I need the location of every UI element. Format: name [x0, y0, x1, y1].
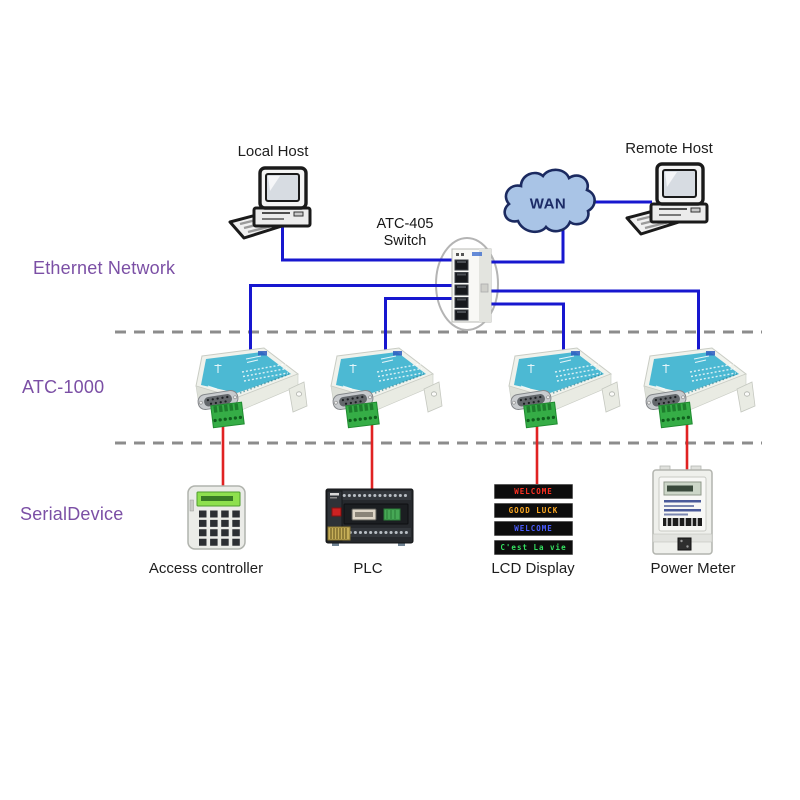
- link-switch-atc1000-3: [491, 302, 565, 356]
- access-controller-keypad: [199, 510, 240, 546]
- switch-logo: [472, 252, 482, 256]
- link-local-host-switch: [281, 224, 454, 262]
- local-host-pc-icon: [228, 166, 312, 240]
- led-bar-4: C'est La vie: [494, 539, 573, 555]
- link-switch-atc1000-2: [384, 297, 454, 356]
- local-host-label: Local Host: [237, 143, 309, 160]
- led-bar-2: GOOD LUCK: [494, 502, 573, 518]
- ethernet-links: [249, 200, 700, 356]
- link-wan-switch: [491, 226, 565, 264]
- atc1000-device-2: [331, 348, 442, 428]
- power-meter-device: [652, 465, 713, 555]
- remote-host-label: Remote Host: [625, 140, 713, 157]
- layer-label-atc-1000: ATC-1000: [22, 377, 105, 397]
- layer-label-ethernet-network: Ethernet Network: [33, 258, 176, 278]
- led-bar-1: WELCOME: [494, 484, 573, 499]
- ethernet-switch: [451, 248, 492, 323]
- switch-ports: [454, 259, 469, 321]
- atc1000-device-3: [509, 348, 620, 428]
- plc-terminal: [383, 508, 401, 521]
- access-controller-label: Access controller: [148, 560, 264, 577]
- switch-label-line1: ATC-405: [376, 216, 434, 232]
- remote-host-pc-icon: [625, 162, 709, 236]
- link-switch-atc1000-4: [491, 289, 700, 356]
- led-bar-3: WELCOME: [494, 521, 573, 536]
- serial-links: [221, 420, 689, 494]
- plc-led: [331, 507, 342, 517]
- link-switch-atc1000-1: [249, 284, 454, 356]
- wan-label: WAN: [529, 195, 567, 213]
- atc1000-device-4: [644, 348, 755, 428]
- access-controller-device: [187, 485, 246, 550]
- lcd-display-device: WELCOME GOOD LUCK WELCOME C'est La vie: [494, 484, 573, 558]
- layer-label-serial-device: SerialDevice: [20, 504, 124, 524]
- wan-cloud: [503, 168, 596, 234]
- atc1000-device-1: [196, 348, 307, 428]
- switch-label: ATC-405 Switch: [377, 216, 434, 250]
- plc-label: PLC: [353, 560, 383, 577]
- power-meter-label: Power Meter: [650, 560, 736, 577]
- switch-label-line2: Switch: [383, 233, 427, 249]
- lcd-display-label: LCD Display: [491, 560, 575, 577]
- plc-device: [325, 488, 414, 546]
